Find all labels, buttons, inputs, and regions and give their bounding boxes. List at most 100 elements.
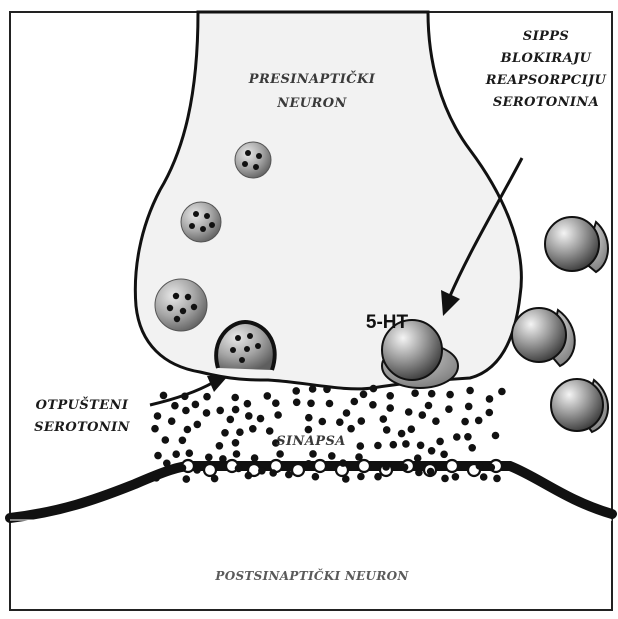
serotonin-dot: [172, 450, 180, 458]
serotonin-dot: [305, 426, 313, 434]
serotonin-dot: [492, 432, 500, 440]
serotonin-dot: [358, 417, 366, 425]
serotonin-dot: [235, 465, 243, 473]
serotonin-dot: [153, 474, 161, 482]
serotonin-dot: [244, 400, 252, 408]
synapse-label: SINAPSA: [276, 434, 346, 449]
serotonin-dot: [383, 426, 391, 434]
serotonin-dot: [401, 463, 409, 471]
serotonin-dot: [343, 409, 351, 417]
serotonin-dot: [221, 429, 229, 437]
serotonin-dot: [249, 425, 257, 433]
serotonin-dot: [227, 416, 235, 424]
serotonin-dot: [355, 453, 363, 461]
serotonin-dot: [402, 440, 410, 448]
serotonin-dot: [319, 418, 327, 426]
serotonin-dot: [452, 473, 460, 481]
5ht-label: 5-HT: [366, 312, 409, 333]
serotonin-dot: [408, 425, 416, 433]
receptor-site: [446, 460, 458, 472]
serotonin-dot: [233, 450, 241, 458]
serotonin-dot: [151, 425, 159, 433]
sipps-label-line2: BLOKIRAJU: [500, 51, 592, 66]
serotonin-dot: [425, 402, 433, 410]
serotonin-dot: [154, 412, 162, 420]
serotonin-dot: [323, 386, 331, 394]
fusing-vesicle: [216, 322, 275, 370]
serotonin-dot: [351, 398, 359, 406]
serotonin-dot: [305, 460, 313, 468]
serotonin-dot: [347, 425, 355, 433]
serotonin-dot: [468, 444, 476, 452]
serotonin-dot: [415, 469, 423, 477]
sipps-label-line3: REAPSORPCIJU: [485, 73, 607, 88]
serotonin-dot: [171, 402, 179, 410]
serotonin-dot: [357, 442, 365, 450]
serotonin-dot: [417, 442, 425, 450]
ssri-molecule-2: [512, 308, 575, 366]
serotonin-dot: [328, 452, 336, 460]
serotonin-dot: [251, 454, 259, 462]
serotonin-dot: [274, 411, 282, 419]
serotonin-dot: [184, 426, 192, 434]
serotonin-dot: [427, 468, 435, 476]
serotonin-dot: [309, 450, 317, 458]
serotonin-dot: [374, 442, 382, 450]
serotonin-dot: [386, 404, 394, 412]
serotonin-dot: [285, 471, 293, 479]
serotonin-dot: [232, 406, 240, 414]
serotonin-dot: [163, 460, 171, 468]
serotonin-dot: [380, 415, 388, 423]
serotonin-dot: [453, 433, 461, 441]
serotonin-dot: [168, 417, 176, 425]
serotonin-dot: [269, 469, 277, 477]
serotonin-dot: [211, 475, 219, 483]
serotonin-dot: [192, 401, 200, 409]
serotonin-dot: [162, 436, 170, 444]
serotonin-dot: [488, 464, 496, 472]
released-serotonin-line1: OTPUŠTENI: [36, 396, 129, 413]
serotonin-dot: [386, 392, 394, 400]
serotonin-dot: [440, 451, 448, 459]
serotonin-dot: [194, 421, 202, 429]
released-serotonin-line2: SEROTONIN: [34, 420, 131, 435]
serotonin-dot: [493, 475, 501, 483]
serotonin-dot: [205, 454, 213, 462]
serotonin-dot: [436, 438, 444, 446]
serotonin-dot: [405, 408, 413, 416]
serotonin-dot: [293, 399, 301, 407]
serotonin-dot: [370, 385, 378, 393]
serotonin-dot: [360, 391, 368, 399]
vesicle-3: [155, 279, 207, 331]
serotonin-dot: [428, 390, 436, 398]
serotonin-dot: [292, 387, 300, 395]
postsynaptic-membrane: [10, 466, 612, 518]
sipps-label-line1: SIPPS: [523, 29, 569, 44]
serotonin-dot: [486, 395, 494, 403]
serotonin-dot: [245, 412, 253, 420]
serotonin-dot: [309, 385, 317, 393]
serotonin-dot: [466, 387, 474, 395]
serotonin-dot: [154, 452, 162, 460]
presynaptic-neuron-membrane: [135, 12, 521, 389]
serotonin-dot: [414, 454, 422, 462]
serotonin-dot: [398, 430, 406, 438]
receptor-site: [314, 460, 326, 472]
sipps-label-line4: SEROTONINA: [493, 95, 599, 110]
ssri-molecule-3: [551, 379, 608, 432]
serotonin-dot: [232, 439, 240, 447]
serotonin-dot: [382, 463, 390, 471]
serotonin-dot: [264, 392, 272, 400]
serotonin-dot: [486, 409, 494, 417]
serotonin-dot: [475, 417, 483, 425]
presynaptic-label-line2: NEURON: [276, 96, 347, 111]
serotonin-dot: [186, 449, 194, 457]
serotonin-dot: [369, 401, 377, 409]
serotonin-dot: [182, 407, 190, 415]
postsynaptic-label: POSTSINAPTIČKI NEURON: [214, 567, 409, 583]
serotonin-dot: [357, 473, 365, 481]
serotonin-dot: [446, 391, 454, 399]
serotonin-dot: [276, 450, 284, 458]
serotonin-dot: [339, 459, 347, 467]
